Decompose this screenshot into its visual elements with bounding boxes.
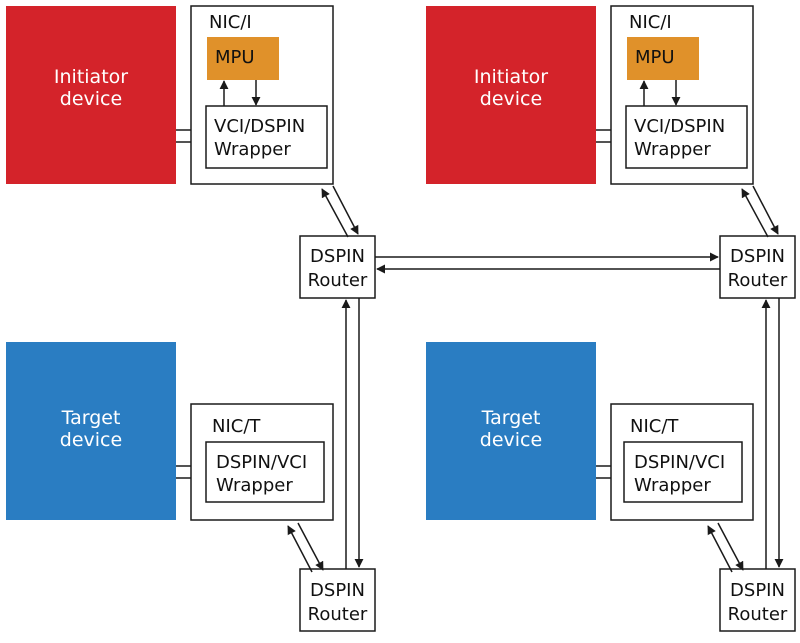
nic-title: NIC/I: [209, 12, 252, 33]
router-to-nic-arrow: [287, 525, 313, 573]
router-label-line-1: DSPIN: [310, 580, 365, 601]
mpu-label: MPU: [635, 47, 675, 68]
wrapper-label-line-1: VCI/DSPIN: [634, 116, 725, 137]
device-label-line-1: Target: [61, 407, 121, 429]
router-label-line-2: Router: [308, 604, 368, 625]
dspin-router-box[interactable]: [299, 235, 376, 299]
mpu-label: MPU: [215, 47, 255, 68]
mpu-box[interactable]: [207, 37, 279, 80]
wrapper-label-line-2: Wrapper: [214, 139, 291, 160]
quadrant-top-left: Initiator device NIC/I MPU VCI/DSPIN Wra…: [6, 5, 376, 299]
wrapper-label-line-2: Wrapper: [216, 475, 293, 496]
target-device-box[interactable]: [6, 342, 176, 520]
router-to-nic-arrow: [321, 188, 349, 238]
device-label-line-2: device: [480, 429, 542, 451]
device-label-line-2: device: [480, 88, 542, 110]
wrapper-box[interactable]: [205, 105, 328, 169]
nic-i-box[interactable]: [190, 5, 334, 185]
dspin-router-box[interactable]: [719, 235, 796, 299]
quadrant-bottom-left: Target device NIC/T DSPIN/VCI Wrapper DS…: [6, 342, 376, 632]
nic-title: NIC/T: [212, 416, 261, 437]
wrapper-box[interactable]: [625, 105, 748, 169]
wrapper-label-line-1: VCI/DSPIN: [214, 116, 305, 137]
initiator-device-box[interactable]: [426, 6, 596, 184]
wrapper-label-line-2: Wrapper: [634, 475, 711, 496]
target-device-box[interactable]: [426, 342, 596, 520]
wrapper-label-line-2: Wrapper: [634, 139, 711, 160]
nic-i-box[interactable]: [610, 5, 754, 185]
mpu-box[interactable]: [627, 37, 699, 80]
wrapper-box[interactable]: [623, 441, 743, 503]
nic-to-router-arrow: [717, 522, 744, 571]
nic-to-router-arrow: [752, 185, 779, 235]
wrapper-label-line-1: DSPIN/VCI: [634, 452, 725, 473]
device-label-line-2: device: [60, 429, 122, 451]
device-label-line-1: Initiator: [54, 66, 128, 88]
nic-title: NIC/T: [630, 416, 679, 437]
router-label-line-2: Router: [728, 270, 788, 291]
router-mesh-links: [341, 252, 784, 569]
quadrant-top-right: Initiator device NIC/I MPU VCI/DSPIN Wra…: [426, 5, 796, 299]
dspin-router-box[interactable]: [719, 568, 796, 632]
device-label-line-1: Initiator: [474, 66, 548, 88]
router-label-line-1: DSPIN: [730, 580, 785, 601]
initiator-device-box[interactable]: [6, 6, 176, 184]
nic-to-router-arrow: [297, 522, 324, 571]
dspin-router-box[interactable]: [299, 568, 376, 632]
wrapper-label-line-1: DSPIN/VCI: [216, 452, 307, 473]
nic-title: NIC/I: [629, 12, 672, 33]
wrapper-box[interactable]: [205, 441, 325, 503]
router-label-line-2: Router: [308, 270, 368, 291]
router-label-line-2: Router: [728, 604, 788, 625]
nic-to-router-arrow: [332, 185, 359, 235]
router-to-nic-arrow: [741, 188, 769, 238]
nic-t-box[interactable]: [190, 403, 334, 521]
router-label-line-1: DSPIN: [730, 246, 785, 267]
device-label-line-1: Target: [481, 407, 541, 429]
quadrant-bottom-right: Target device NIC/T DSPIN/VCI Wrapper DS…: [426, 342, 796, 632]
device-label-line-2: device: [60, 88, 122, 110]
router-to-nic-arrow: [707, 525, 733, 573]
router-label-line-1: DSPIN: [310, 246, 365, 267]
nic-t-box[interactable]: [610, 403, 754, 521]
